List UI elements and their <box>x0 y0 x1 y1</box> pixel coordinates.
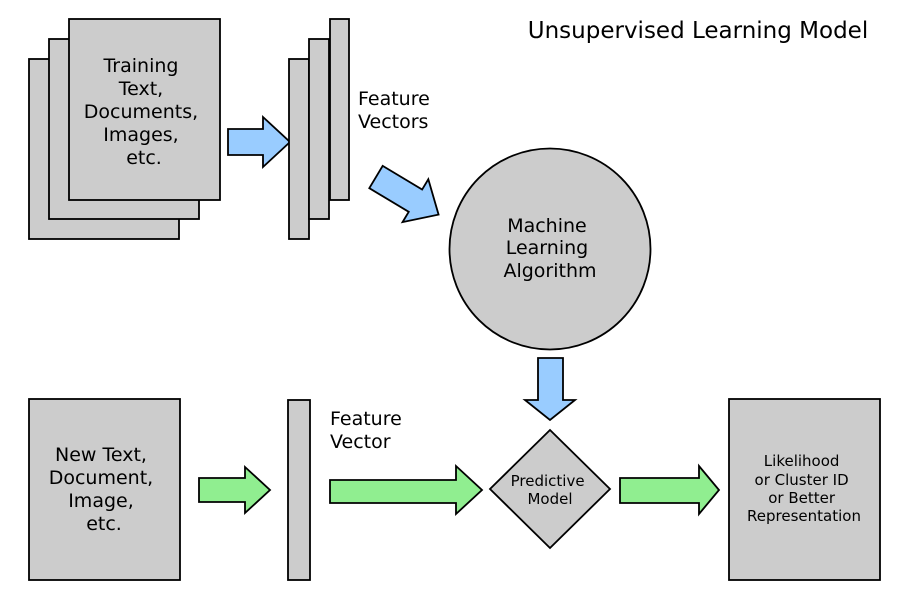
stacked-doc-front <box>68 18 221 201</box>
training-to-vectors-arrow-icon <box>227 114 292 170</box>
feature-vector-bar-2 <box>308 38 330 220</box>
vector-to-model-arrow-icon <box>329 463 484 517</box>
output-rect <box>728 398 881 581</box>
ml-algorithm-circle <box>448 147 652 351</box>
predictive-model-label: Predictive Model <box>511 472 590 508</box>
model-to-output-arrow-icon <box>619 463 721 517</box>
feature-vector-bar-3 <box>329 18 350 201</box>
feature-vector-bar-single <box>287 399 311 581</box>
new-doc-rect <box>28 398 181 581</box>
feature-vectors-bars <box>288 18 350 240</box>
output-node: Likelihood or Cluster ID or Better Repre… <box>728 398 881 581</box>
new-doc-label: New Text, Document, Image, etc. <box>49 444 160 535</box>
output-label: Likelihood or Cluster ID or Better Repre… <box>747 452 861 525</box>
training-docs-label: Training Text, Documents, Images, etc. <box>84 55 204 169</box>
new-doc-node: New Text, Document, Image, etc. <box>28 398 181 581</box>
feature-vectors-label: Feature Vectors <box>358 88 436 133</box>
feature-vector-bar-1 <box>288 58 310 240</box>
training-docs-stack: Training Text, Documents, Images, etc. <box>28 18 221 240</box>
ml-algorithm-node: Machine Learning Algorithm <box>448 147 652 351</box>
diagram-title: Unsupervised Learning Model <box>528 18 868 44</box>
algorithm-to-model-arrow-icon <box>522 357 578 422</box>
vectors-to-algorithm-arrow-icon <box>368 164 440 224</box>
feature-vector-label: Feature Vector <box>330 408 408 453</box>
predictive-model-diamond <box>488 428 612 550</box>
predictive-model-node: Predictive Model <box>488 428 612 550</box>
ml-algorithm-label: Machine Learning Algorithm <box>503 215 596 282</box>
newdoc-to-vector-arrow-icon <box>198 464 272 516</box>
